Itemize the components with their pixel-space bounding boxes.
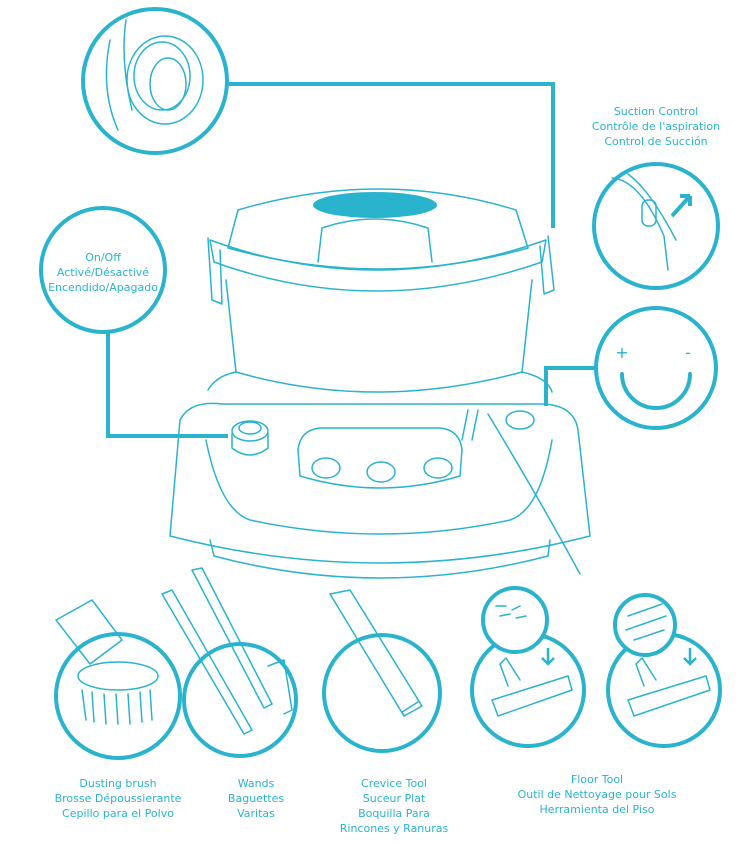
cord-detail-circle [81,7,229,155]
on-off-label-fr: Activé/Désactivé [56,266,150,279]
floor-tool-label: Floor Tool Outil de Nettoyage pour Sols … [518,772,677,817]
suction-control-label: Suction Control Contrôle de l'aspiration… [592,104,720,149]
wands-label-en: Wands [237,777,275,790]
crevice-tool-label-es-2: Rincones y Ranuras [339,822,449,835]
on-off-callout-circle [39,206,167,334]
suction-control-label-fr: Contrôle de l'aspiration [591,120,721,133]
suction-dial-minus: - [685,343,691,362]
on-off-callout-line [106,310,228,438]
dusting-brush-label-fr: Brosse Dépoussierante [54,792,182,805]
on-off-label: On/Off Activé/Désactivé Encendido/Apagad… [48,250,158,295]
floor-tool-label-fr: Outil de Nettoyage pour Sols [517,788,677,801]
dusting-brush-label: Dusting brush Brosse Dépoussierante Cepi… [55,776,182,821]
suction-control-icon [611,173,692,271]
wands-label-fr: Baguettes [227,792,285,805]
crevice-tool-label-fr: Suceur Plat [362,792,426,805]
suction-dial-plus: + [615,343,629,362]
on-off-label-es: Encendido/Apagado [48,281,158,294]
crevice-tool-icon [329,589,423,717]
crevice-tool-circle [322,633,442,753]
floor-tool-1-icon [491,605,573,717]
floor-tool-1-surface-circle [481,586,549,654]
wands-label-es: Varitas [237,807,275,820]
suction-control-detail-circle [592,162,720,290]
floor-tool-2-icon [625,603,711,717]
dusting-brush-icon [55,599,159,725]
suction-dial-callout-circle [594,306,718,430]
wands-label: Wands Baguettes Varitas [228,776,284,821]
cord-icon [105,19,204,131]
dusting-brush-label-en: Dusting brush [79,777,157,790]
floor-tool-label-en: Floor Tool [570,773,624,786]
wands-icon [161,567,293,735]
vacuum-body [169,188,591,579]
suction-control-label-en: Suction Control [613,105,699,118]
dusting-brush-label-es: Cepillo para el Polvo [62,807,174,820]
suction-dial-arc [620,372,692,410]
suction-dial-callout-line [544,366,600,406]
lid-opening [313,192,437,218]
crevice-tool-label-es-1: Boquilla Para [358,807,430,820]
on-off-label-en: On/Off [85,251,121,264]
suction-control-label-es: Control de Succión [604,135,708,148]
floor-tool-label-es: Herramienta del Piso [539,803,655,816]
floor-tool-2-surface-circle [613,593,677,657]
crevice-tool-label: Crevice Tool Suceur Plat Boquilla Para R… [340,776,449,836]
crevice-tool-label-en: Crevice Tool [361,777,427,790]
wands-circle [182,642,298,758]
cord-callout-line [200,82,555,228]
dusting-brush-circle [54,632,182,760]
floor-tool-2-circle [606,632,722,748]
